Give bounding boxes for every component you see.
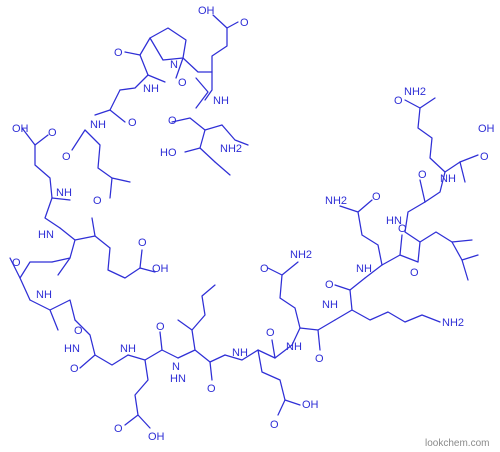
label-gly2-hn: HN [64,343,80,355]
label-gln3-nh: NH [440,173,456,185]
label-glu4-o: O [266,327,275,339]
label-glu2-side-o: O [138,237,147,249]
label-glu4-side-o: O [270,419,279,431]
label-val-o: O [74,325,83,337]
label-gln2-o: O [372,191,381,203]
label-thr-nh2: NH2 [220,143,242,155]
label-pro-n: N [170,59,178,71]
label-gly-o: O [128,117,137,129]
label-glu3-nh: NH [120,343,136,355]
label-thr-o: O [168,115,177,127]
label-gln3-nh2: NH2 [404,86,426,98]
label-leu2-o: O [410,267,419,279]
label-gly2-o: O [70,363,79,375]
label-top-glu-o: O [240,17,249,29]
label-ile-o: O [207,383,216,395]
label-glu2-hn: HN [38,229,54,241]
label-thr-nh: NH [213,95,229,107]
label-left-glu-o: O [48,127,57,139]
label-glu3-oh: OH [148,431,165,443]
label-glu2-o: O [12,257,21,269]
label-gln2-nh2: NH2 [325,195,347,207]
label-leu-nh: NH [90,119,106,131]
label-gln3-oh: OH [478,123,495,135]
atom-labels: OH O O N NH O NH O NH O NH2 HO OH O O NH… [12,5,495,443]
label-gln3-o: O [394,95,403,107]
label-gln1-nh2: NH2 [290,249,312,261]
label-leu2-hn: HN [386,215,402,227]
label-glu4-oh: OH [302,399,319,411]
label-glu3-side-o: O [114,423,123,435]
label-glu3-o: O [156,321,165,333]
label-glu1-nh: NH [56,187,72,199]
label-gln1-nh: NH [286,341,302,353]
label-thr-ho: HO [160,147,177,159]
watermark-text: lookchem.com [425,438,489,449]
label-lys-o: O [325,279,334,291]
label-gln1-co-o: O [315,353,324,365]
label-ile-h: HN [170,373,186,385]
label-gln3-acid-o: O [480,151,489,163]
label-glu4-nh: NH [232,347,248,359]
label-leu-o: O [62,151,71,163]
label-glu1-o: O [93,195,102,207]
label-top-glu-oh: OH [198,5,215,17]
label-lys-nh2: NH2 [442,317,464,329]
label-gln1-o: O [260,263,269,275]
label-lys-nh: NH [322,299,338,311]
label-glu2-oh: OH [152,263,169,275]
label-gln2-co-o: O [398,223,407,235]
label-ile-nh: N [172,361,180,373]
label-gln2-nh: NH [356,263,372,275]
bond-lines [9,14,479,429]
label-val-nh: NH [36,289,52,301]
label-pro-o: O [114,47,123,59]
label-left-glu-oh: OH [12,123,29,135]
label-gly-nh: NH [143,83,159,95]
label-gln3-o2: O [418,169,427,181]
label-pro-co-o: O [178,77,187,89]
